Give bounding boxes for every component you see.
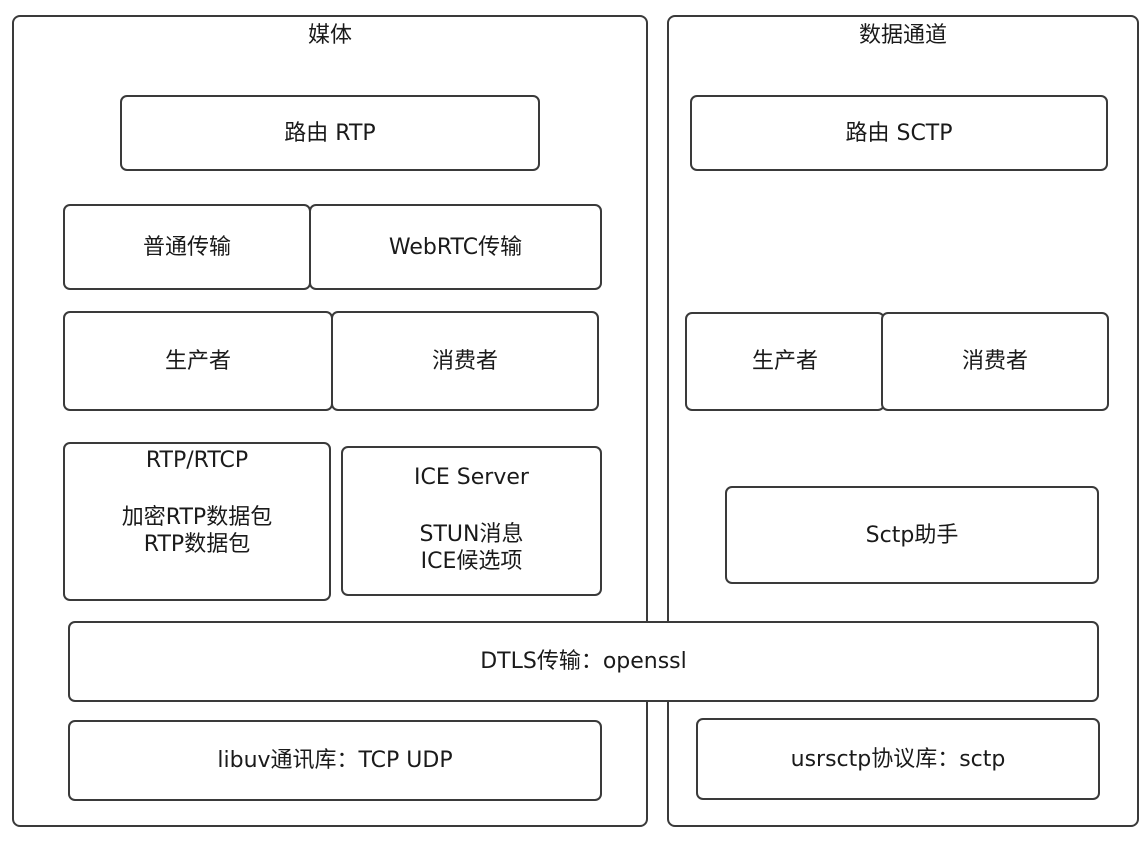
webrtc-transport-label: WebRTC传输 <box>388 234 523 260</box>
data-consumer-label: 消费者 <box>961 349 1028 374</box>
data-consumer-box: 消费者 <box>881 312 1109 411</box>
media-producer-label: 生产者 <box>164 348 231 374</box>
dtls-transport-label: DTLS传输：openssl <box>480 649 687 674</box>
webrtc-transport-box: WebRTC传输 <box>309 204 602 290</box>
rtp-rtcp-line1: 加密RTP数据包 <box>121 505 273 530</box>
sctp-helper-box: Sctp助手 <box>725 486 1099 584</box>
plain-transport-label: 普通传输 <box>142 234 231 260</box>
ice-server-heading: ICE Server <box>414 465 529 490</box>
route-sctp-label: 路由 SCTP <box>845 120 953 146</box>
libuv-label: libuv通讯库：TCP UDP <box>217 748 453 773</box>
data-channel-title: 数据通道 <box>858 23 947 48</box>
data-channel-panel: 数据通道 <box>667 15 1139 827</box>
usrsctp-box: usrsctp协议库：sctp <box>696 718 1100 800</box>
media-panel: 媒体 <box>12 15 648 827</box>
libuv-box: libuv通讯库：TCP UDP <box>68 720 602 801</box>
media-consumer-label: 消费者 <box>431 348 498 374</box>
data-producer-label: 生产者 <box>751 349 818 374</box>
data-producer-box: 生产者 <box>685 312 885 411</box>
ice-server-line1: STUN消息 <box>419 522 524 547</box>
media-title: 媒体 <box>307 23 352 48</box>
plain-transport-box: 普通传输 <box>63 204 311 290</box>
dtls-transport-box: DTLS传输：openssl <box>68 621 1099 702</box>
rtp-rtcp-line2: RTP数据包 <box>143 532 251 557</box>
rtp-rtcp-box: RTP/RTCP 加密RTP数据包 RTP数据包 <box>63 442 331 601</box>
ice-server-box: ICE Server STUN消息 ICE候选项 <box>341 446 602 596</box>
route-sctp-box: 路由 SCTP <box>690 95 1108 171</box>
ice-server-line2: ICE候选项 <box>420 549 523 574</box>
media-consumer-box: 消费者 <box>331 311 599 411</box>
rtp-rtcp-heading: RTP/RTCP <box>145 448 249 473</box>
route-rtp-box: 路由 RTP <box>120 95 540 171</box>
sctp-helper-label: Sctp助手 <box>865 522 959 548</box>
media-producer-box: 生产者 <box>63 311 333 411</box>
usrsctp-label: usrsctp协议库：sctp <box>790 746 1006 772</box>
route-rtp-label: 路由 RTP <box>284 120 376 146</box>
